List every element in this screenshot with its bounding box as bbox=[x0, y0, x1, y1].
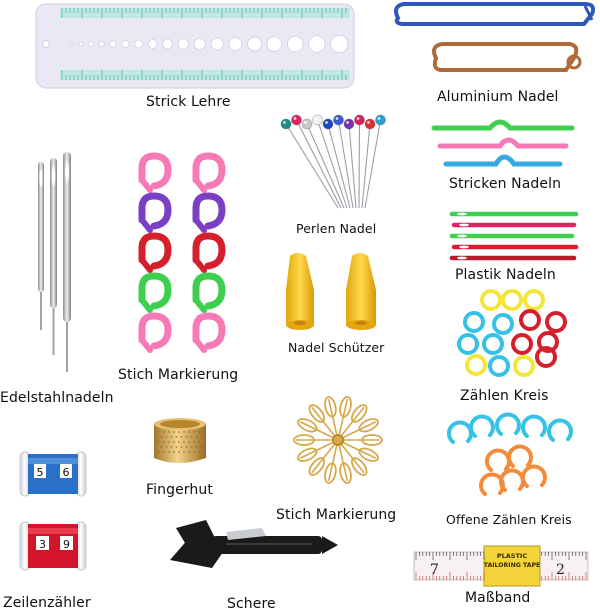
label-aluminium-nadel: Aluminium Nadel bbox=[437, 89, 559, 105]
scissors bbox=[170, 520, 338, 568]
thimble bbox=[154, 418, 206, 463]
tape-ticks bbox=[415, 552, 587, 580]
tape-brand-line1: PLASTIC bbox=[497, 552, 527, 560]
label-plastik-nadeln: Plastik Nadeln bbox=[455, 267, 556, 283]
counting-rings bbox=[457, 289, 567, 377]
label-offene-zaehlen-kreis: Offene Zählen Kreis bbox=[446, 512, 572, 527]
stitch-markers-locking bbox=[138, 152, 226, 353]
aluminium-pin-blue bbox=[394, 1, 596, 26]
row-counter-red bbox=[19, 521, 87, 571]
label-schere: Schere bbox=[227, 596, 276, 612]
label-perlen-nadel: Perlen Nadel bbox=[296, 221, 377, 236]
needle-protectors bbox=[286, 253, 376, 330]
pearl-pins bbox=[280, 114, 386, 209]
label-stich-markierung-2: Stich Markierung bbox=[276, 507, 397, 523]
label-stricken-nadeln: Stricken Nadeln bbox=[449, 176, 562, 192]
label-nadel-schuetzer: Nadel Schützer bbox=[288, 340, 385, 355]
plastic-needles bbox=[449, 211, 579, 261]
label-massband: Maßband bbox=[465, 590, 531, 606]
tape-measure bbox=[413, 545, 589, 587]
thimble-dimples bbox=[158, 431, 203, 453]
label-zeilenzaehler: Zeilenzähler bbox=[3, 595, 91, 611]
gauge-ruler-ticks bbox=[61, 8, 347, 80]
gauge-holes bbox=[42, 34, 349, 54]
counter-red-right-digit: 9 bbox=[63, 538, 70, 551]
row-counter-digits: 5 6 3 9 bbox=[37, 466, 71, 551]
knitting-gauge bbox=[35, 3, 355, 89]
label-zaehlen-kreis: Zählen Kreis bbox=[460, 388, 549, 404]
counter-red-left-digit: 3 bbox=[39, 538, 46, 551]
tape-measure-text: 7 PLASTIC TAILORING TAPE 2 bbox=[430, 552, 565, 578]
open-counting-rings bbox=[446, 412, 573, 496]
label-edelstahlnadeln: Edelstahlnadeln bbox=[0, 390, 114, 406]
gold-stitch-markers bbox=[293, 396, 383, 484]
stainless-steel-needles bbox=[38, 152, 71, 372]
counter-blue-left-digit: 5 bbox=[37, 466, 44, 479]
label-stich-markierung-1: Stich Markierung bbox=[118, 367, 239, 383]
row-counter-blue bbox=[19, 451, 87, 497]
cable-needles bbox=[431, 119, 575, 167]
tape-right-number: 2 bbox=[556, 562, 565, 578]
tape-brand-line2: TAILORING TAPE bbox=[484, 562, 541, 569]
tape-left-number: 7 bbox=[430, 562, 439, 578]
label-strick-lehre: Strick Lehre bbox=[146, 94, 231, 110]
counter-blue-right-digit: 6 bbox=[63, 466, 70, 479]
label-fingerhut: Fingerhut bbox=[146, 482, 213, 498]
aluminium-pin-bronze bbox=[432, 42, 582, 72]
